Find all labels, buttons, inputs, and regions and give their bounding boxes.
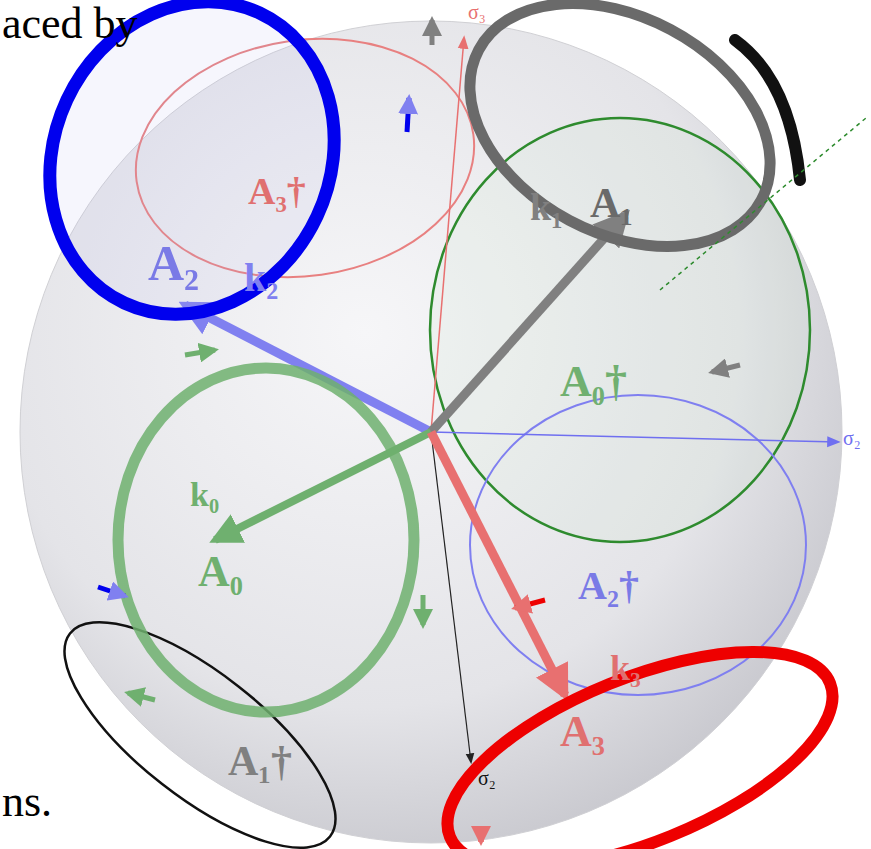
direction-arrows: [98, 20, 740, 842]
slide-text: ns.: [2, 780, 52, 824]
loop-a1-dagger: [32, 585, 368, 849]
axis-sigma2: [431, 432, 838, 442]
loop-a1: [428, 0, 812, 295]
vector-k3: [431, 432, 565, 695]
axis-label: σ₂: [843, 428, 861, 448]
slide-text: aced by: [2, 2, 138, 46]
vector-label: k₃: [610, 650, 641, 686]
leader-dashed: [660, 118, 866, 290]
operator-label: A₀: [198, 550, 243, 594]
operator-label: A₃†: [248, 172, 306, 210]
axis-label: σ₂: [478, 768, 496, 788]
vector-label: k₂: [244, 258, 278, 298]
operator-label: A₁†: [228, 740, 292, 782]
axis-sigma3: [431, 38, 464, 432]
loop-a3: [419, 607, 861, 849]
loop-a0: [118, 368, 414, 712]
loop-a2: [0, 0, 385, 361]
operator-label: A₀†: [560, 360, 627, 404]
operator-label: A₂: [148, 238, 199, 288]
operator-label: A₂†: [578, 566, 639, 606]
operator-label: A₃: [560, 710, 605, 754]
operator-label: A₁: [590, 182, 633, 224]
vector-k0: [215, 432, 431, 540]
vector-label: k₁: [530, 188, 563, 226]
axis-sigma1: [431, 432, 471, 762]
vector-k2: [185, 305, 431, 432]
axis-label: σ₃: [468, 2, 486, 22]
rim-arc: [735, 40, 800, 180]
vector-label: k₀: [190, 478, 219, 512]
